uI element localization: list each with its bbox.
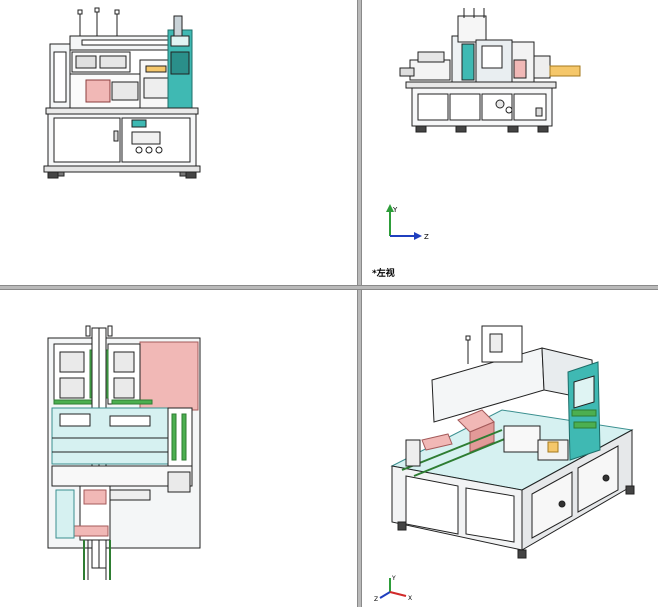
viewport-splitter-horizontal[interactable] <box>0 285 658 290</box>
front-viewport[interactable] <box>0 0 357 285</box>
viewport-splitter-vertical[interactable] <box>357 0 362 607</box>
isometric-view-drawing <box>390 325 635 559</box>
left-view-drawing <box>399 8 581 133</box>
coordinate-triad-icon: Y Z <box>386 204 429 241</box>
top-viewport[interactable] <box>0 290 357 607</box>
triad-y-label: Y <box>392 206 398 214</box>
iso-triad-y: Y <box>391 575 396 582</box>
view-name-label: *左视 <box>372 269 395 279</box>
triad-z-label: Z <box>424 233 429 241</box>
front-view-drawing <box>43 7 201 179</box>
iso-triad-z: Z <box>374 596 378 602</box>
left-viewport[interactable]: Y Z *左视 <box>362 0 658 285</box>
isometric-viewport[interactable]: Y Z X <box>362 290 658 607</box>
iso-triad-x: X <box>408 595 412 602</box>
top-view-drawing <box>47 325 201 580</box>
isometric-triad-icon: Y Z X <box>374 575 412 602</box>
